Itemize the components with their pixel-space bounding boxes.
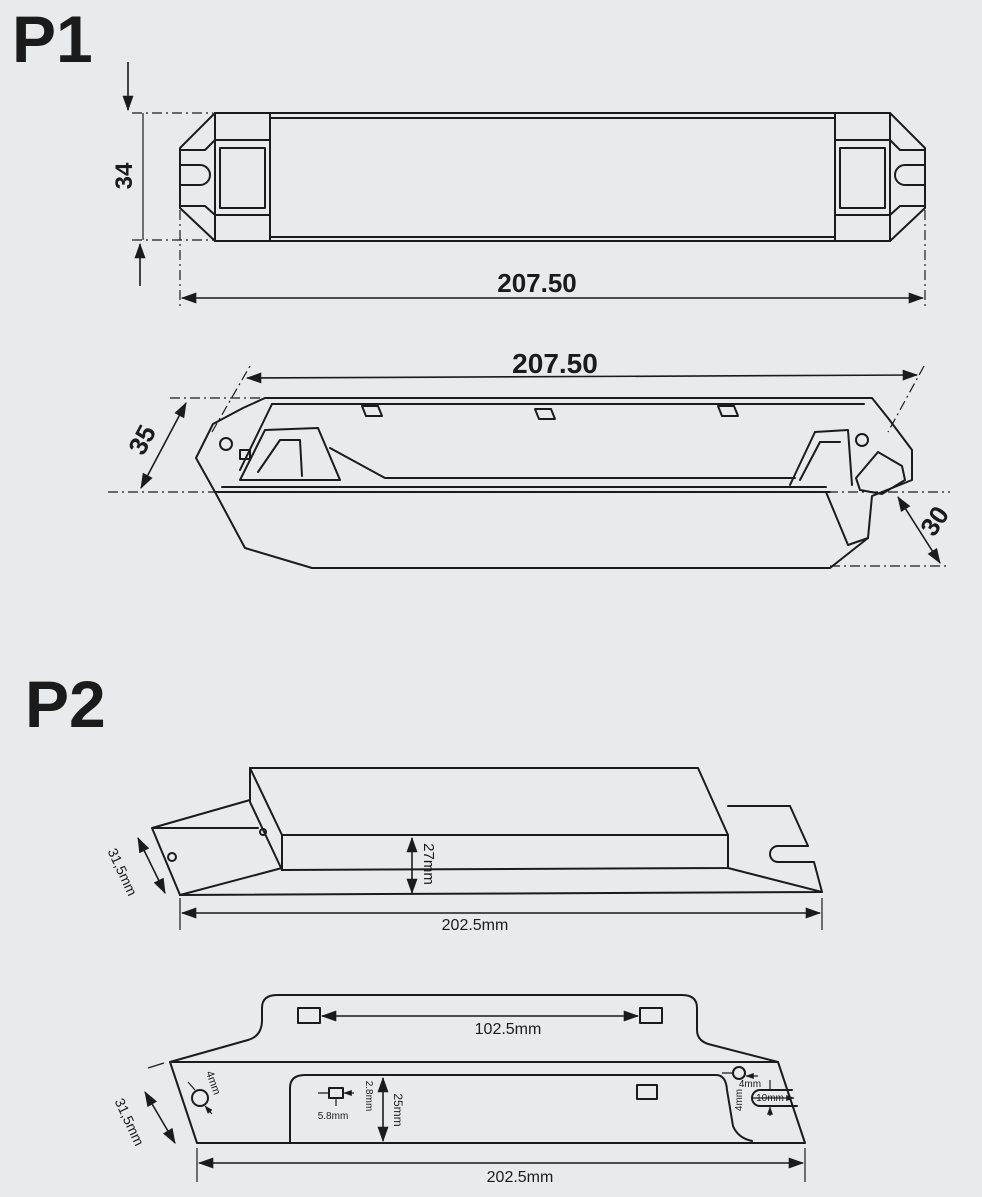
p1-iso-right-ear-hole [855, 433, 869, 447]
p2-bottom-slot [328, 1087, 344, 1099]
p1-top-height-extension-lines [132, 112, 213, 241]
p2-bottom-width-label: 31,5mm [112, 1096, 148, 1149]
p1-iso-right-block-inner [799, 441, 841, 481]
p1-iso-right-bracket [825, 451, 906, 546]
p2-bottom-inner-height-label: 25mm [391, 1093, 405, 1126]
p1-iso-tab-3 [717, 405, 739, 417]
p1-top-right-block-inner [839, 147, 886, 209]
p2-bottom-width-dimension-line [144, 1091, 176, 1144]
p1-top-length-label: 207.50 [497, 268, 577, 298]
p2-bottom-right-slot-height-label: 4mm [734, 1089, 745, 1111]
p2-side-length-extension-lines [179, 898, 823, 930]
p1-iso-tab-2 [534, 408, 556, 420]
p1-iso-height-left-dimension-line [140, 402, 187, 489]
p1-iso-left-block-inner [257, 439, 303, 477]
p2-side-box-left-face [249, 767, 283, 871]
p2-bottom-slot-width-label: 5.8mm [318, 1111, 349, 1122]
p1-iso-floor-line [329, 447, 796, 479]
p2-side-view: 27mm 31,5mm 202.5mm [105, 767, 823, 934]
p1-iso-tab-1 [361, 405, 383, 417]
p1-iso-left-block [239, 427, 341, 481]
p2-label: P2 [25, 667, 106, 741]
p2-bottom-right-slot-length-label: 10mm [756, 1093, 784, 1104]
p1-iso-height-right-dimension-line [897, 496, 941, 564]
p2-bottom-slot-depth-label: 2.8mm [363, 1081, 374, 1112]
p1-iso-length-label: 207.50 [512, 348, 598, 379]
p1-top-left-steps [179, 139, 216, 216]
p1-iso-right-diagonal-extension [887, 365, 925, 433]
p1-iso-right-block [789, 429, 853, 486]
p1-iso-left-ear-hole [219, 437, 233, 451]
p1-top-view: 34 207.50 [111, 62, 926, 308]
p2-bottom-view: 102.5mm 4mm 5.8mm 2.8mm 25mm 4mm 10mm 4m… [112, 994, 806, 1186]
p2-bottom-outline [169, 994, 806, 1144]
p1-top-height-label: 34 [111, 162, 138, 189]
p2-bottom-short-edge [147, 1062, 165, 1069]
p1-iso-body-outline [195, 397, 913, 569]
p2-bottom-left-hole-arrows [187, 1081, 212, 1114]
p1-iso-height-left-label: 35 [122, 420, 162, 460]
p2-side-box-top-face [249, 767, 729, 836]
p1-iso-left-diagonal-extension [211, 365, 251, 433]
p1-label: P1 [12, 2, 93, 76]
p1-iso-view: 207.50 35 30 [108, 348, 955, 569]
p1-top-left-block-lines [214, 139, 271, 216]
p2-side-width-label: 31,5mm [105, 846, 141, 899]
p1-iso-height-right-label: 30 [914, 501, 955, 542]
p1-top-right-end [834, 112, 926, 242]
p2-bottom-inner-recess [289, 1074, 753, 1144]
p2-bottom-mount-hole-right [639, 1007, 663, 1024]
p1-top-left-block-inner [219, 147, 266, 209]
p2-bottom-left-hole [191, 1089, 209, 1107]
p2-side-left-plate [151, 799, 283, 896]
p2-bottom-length-extension-lines [196, 1148, 806, 1182]
p2-bottom-right-hole [732, 1066, 746, 1080]
p1-top-left-end-cap [179, 112, 216, 242]
p2-side-length-label: 202.5mm [442, 917, 509, 934]
p1-top-length-extension-lines [179, 210, 926, 308]
p2-side-height-label: 27mm [420, 843, 437, 885]
p1-top-right-slot [894, 164, 926, 186]
p1-top-left-end [179, 112, 271, 242]
p1-top-right-end-cap [889, 112, 926, 242]
p2-bottom-hole-spacing-label: 102.5mm [475, 1021, 542, 1038]
p1-top-right-block [834, 112, 891, 242]
p1-top-right-steps [889, 139, 926, 216]
p2-bottom-mount-hole-left [297, 1007, 321, 1024]
p1-top-left-slot [179, 164, 211, 186]
p1-iso-left-small-tab [239, 449, 251, 460]
p2-bottom-inner-hole [636, 1084, 658, 1100]
p1-top-left-block [214, 112, 271, 242]
p2-side-right-plate [727, 805, 823, 893]
p2-side-box-front-face [281, 834, 729, 871]
p2-bottom-length-label: 202.5mm [487, 1169, 554, 1186]
p2-bottom-right-hole-arrows [722, 1073, 758, 1076]
p1-top-right-block-lines [834, 139, 891, 216]
p2-bottom-right-hole-label: 4mm [739, 1079, 761, 1090]
p1-iso-length-dimension-line [245, 369, 919, 384]
p1-top-body-edges [269, 112, 836, 242]
p2-side-box-hole [259, 828, 267, 836]
p2-side-width-dimension-line [137, 837, 166, 894]
p2-side-plate-bottom-edge [179, 867, 823, 896]
p2-side-left-plate-hole [167, 852, 177, 862]
